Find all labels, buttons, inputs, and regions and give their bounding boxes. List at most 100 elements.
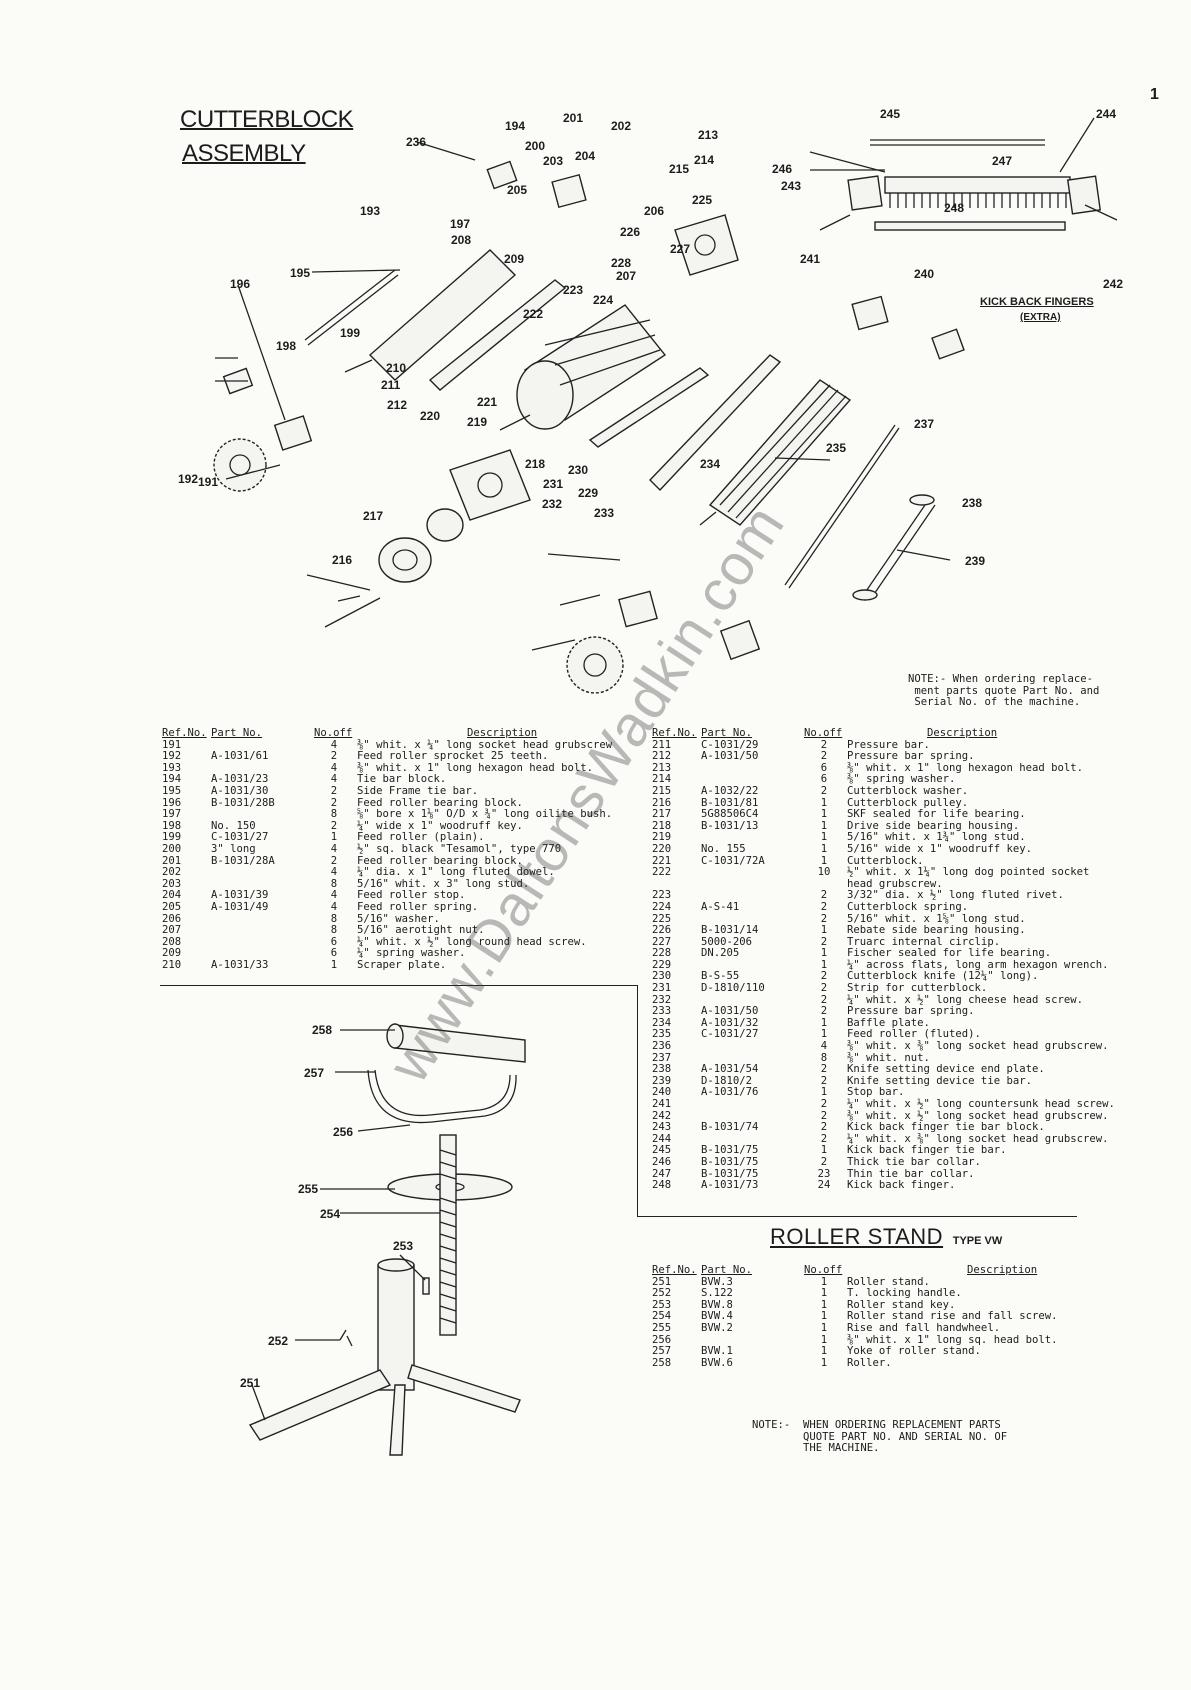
description-cell: Baffle plate. [847,1016,930,1029]
qty-cell: 23 [817,1167,831,1180]
description-cell: Cutterblock spring. [847,900,969,913]
tie-bar-block-4 [719,619,761,661]
callout-258: 258 [312,1023,332,1037]
kick-back-fingers-label: KICK BACK FINGERS [980,296,1094,308]
fluted-feed-roller [699,379,852,526]
description-cell: T. locking handle. [847,1287,962,1300]
description-cell: ¼" spring washer. [357,947,466,960]
ref-cell: 226 [652,924,672,937]
description-cell: Tie bar block. [357,773,447,786]
part-no-cell: BVW.3 [701,1275,733,1288]
description-cell: Feed roller bearing block. [357,854,523,867]
part-no-cell [211,914,314,926]
callout-245: 245 [880,107,900,121]
ref-cell: 252 [652,1287,672,1300]
qty-cell: 2 [820,1098,828,1110]
callout-228: 228 [611,256,631,270]
description-cell: Kick back finger tie bar. [847,1144,1007,1157]
callout-248: 248 [944,201,964,215]
description-cell: Fischer sealed for life bearing. [847,947,1052,960]
qty-cell: 4 [330,866,338,879]
callout-222: 222 [523,307,543,321]
qty-cell: 1 [820,1345,828,1358]
ref-cell: 197 [162,808,182,821]
callout-218: 218 [525,457,545,471]
ref-cell: 200 [162,842,182,855]
description-cell: ¼" whit. x ⅜" long socket head grubscrew… [847,1132,1109,1145]
part-no-cell: No. 150 [211,819,256,832]
qty-cell: 1 [820,1275,828,1288]
roller-stand-diagram [248,1023,526,1456]
part-no-cell: B-1031/75 [701,1155,759,1168]
part-no-cell: A-1031/30 [211,784,269,797]
knife-setting-device [852,494,951,601]
description-cell: Feed roller sprocket 25 teeth. [357,750,549,763]
col-header-part: Part No. [701,1264,753,1276]
description-cell: Yoke of roller stand. [847,1345,981,1358]
qty-cell: 1 [820,808,828,821]
stand-leg-right [407,1364,521,1413]
ref-cell: 198 [162,819,182,832]
description-cell: ⅜" whit. x 1" long hexagon head bolt. [847,761,1083,774]
qty-cell: 4 [330,738,338,751]
ref-cell: 248 [652,1179,672,1192]
ref-cell: 211 [652,738,672,751]
bearing-block-196-right [851,295,889,331]
part-no-cell: 5000-206 [701,935,753,948]
ref-cell: 208 [162,935,182,948]
table-row: head grubscrew. [652,878,1118,891]
ref-cell: 217 [652,808,672,821]
ref-cell: 201 [162,854,182,867]
col-header-desc: Description [927,727,998,739]
part-no-cell [701,879,804,891]
part-no-cell: B-1031/28A [211,854,275,867]
ref-cell: 246 [652,1155,672,1168]
ref-cell: 193 [162,761,182,774]
ref-cell: 234 [652,1016,672,1029]
part-no-cell: A-1031/61 [211,750,269,763]
callout-214: 214 [694,153,714,167]
qty-cell: 6 [820,773,828,786]
ref-cell: 243 [652,1121,672,1134]
part-no-cell: A-1031/23 [211,773,269,786]
qty-cell: 1 [330,831,338,844]
part-no-cell [211,809,314,821]
qty-cell: 1 [820,1356,828,1369]
bearing-block-201-bottom [618,590,658,628]
qty-cell: 1 [820,1144,828,1157]
qty-cell: 2 [330,854,338,867]
part-no-cell: D-1810/110 [701,982,765,995]
part-no-cell: A-1031/49 [211,900,269,913]
qty-cell: 1 [820,924,828,937]
part-no-cell: 5G88506C4 [701,808,759,821]
qty-cell: 2 [820,1005,828,1018]
qty-cell: 2 [820,970,828,983]
qty-cell: 1 [820,842,828,855]
